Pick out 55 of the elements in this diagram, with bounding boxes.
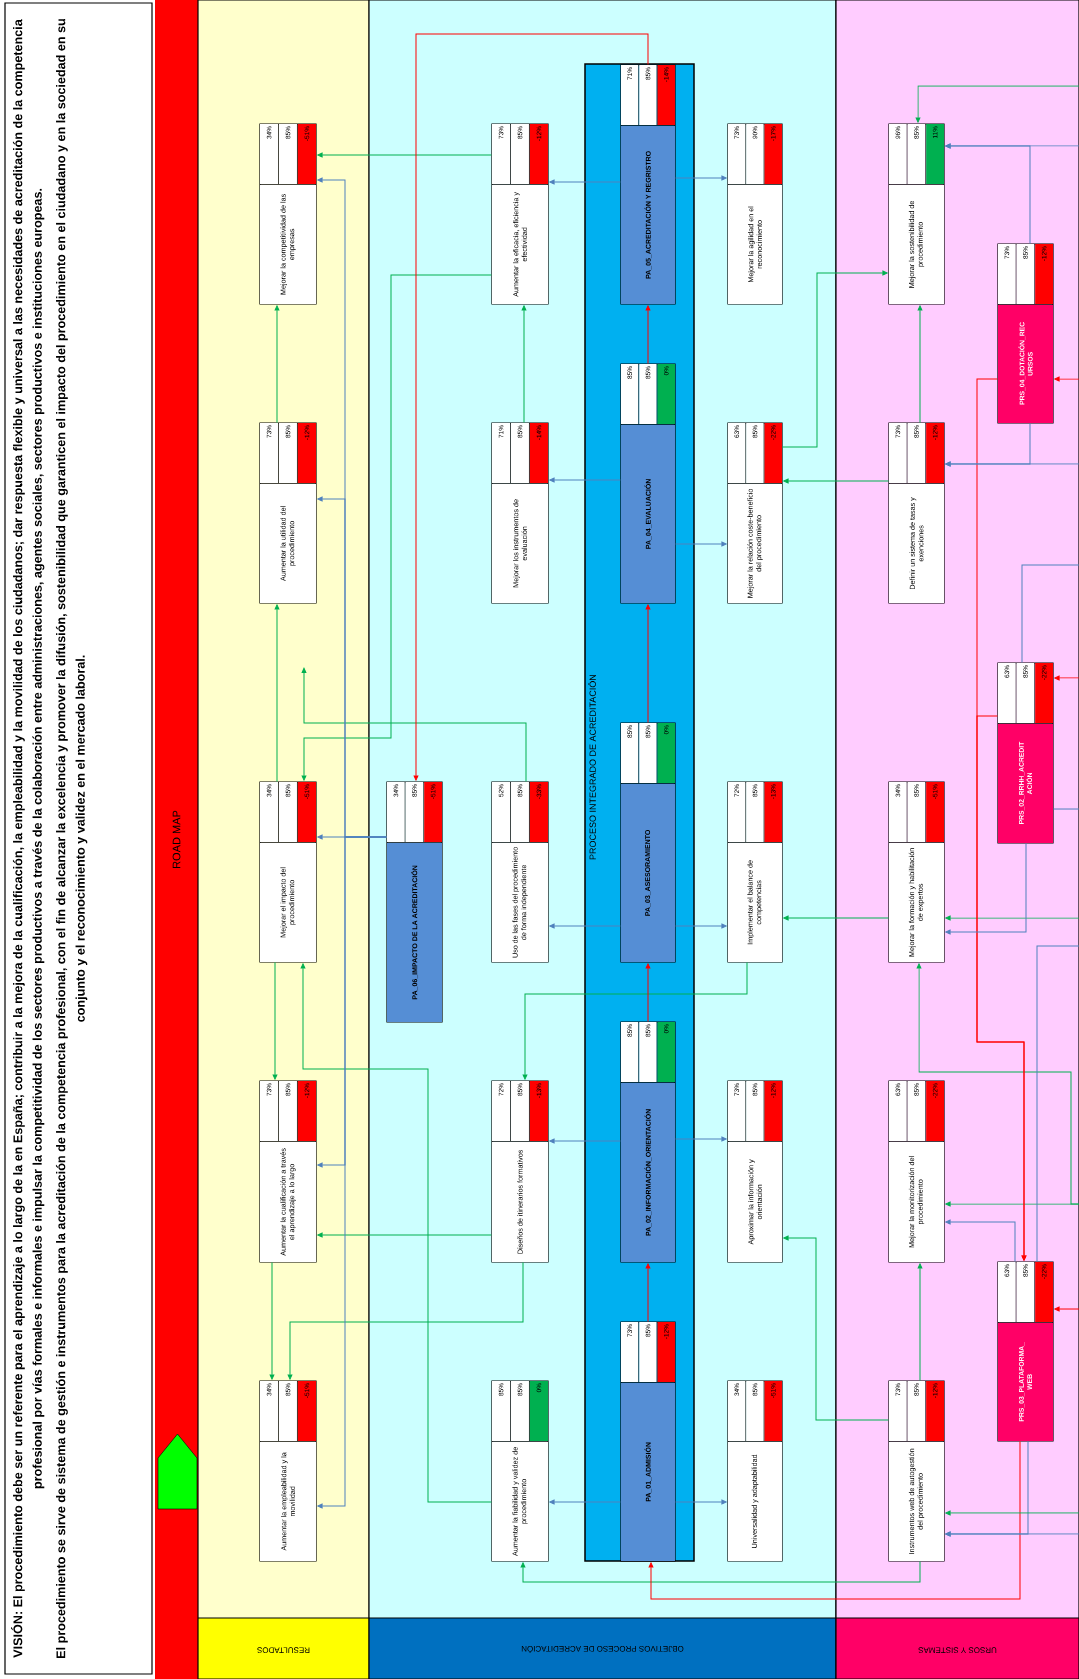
arrow — [549, 477, 621, 483]
arrow — [648, 1441, 1021, 1600]
arrow — [274, 305, 280, 423]
arrow — [675, 541, 727, 547]
arrow — [272, 962, 278, 1080]
vision-text-box: VISIÓN: El procedimiento debe ser un referente para el aprendizaje a lo largo de la en España; contribuir a la mejora de la cualificación, la empleabilidad y la movilidad de los ciudadanos; dar respuesta flexible y universal a las necesidades de acreditación de la competencia profesional por vías formales e informales e impulsar la competitividad de los sectores productivos a través de la colaboración entre administraciones, agentes sociales, sectores productivos e instituciones europeas. El procedimiento se sirve de sistema de gestión e instrumentos para la acreditación de la competencia profesional, con el fin de alcanzar la excelencia y promover la difusión, sostenibilidad que garanticen el impacto del procedimiento en el ciudadano y en la sociedad en su conjunto y el reconocimiento y validez en el mercado laboral. — [4, 2, 153, 1675]
arrow — [945, 461, 1079, 467]
arrow — [915, 85, 1079, 123]
arrow — [945, 915, 1079, 921]
arrow — [1054, 675, 1079, 681]
arrow — [645, 305, 651, 364]
arrow — [645, 604, 651, 723]
arrow — [945, 143, 1079, 149]
arrow — [945, 1531, 1079, 1537]
arrow — [522, 962, 748, 1080]
arrow — [317, 836, 387, 1509]
arrow — [675, 175, 727, 181]
arrow — [783, 1235, 889, 1421]
road-map-bar: ROAD MAP — [155, 0, 198, 1679]
arrow — [675, 1136, 727, 1142]
arrow — [549, 1138, 621, 1144]
arrow — [269, 1262, 275, 1380]
arrow — [413, 33, 649, 781]
arrow — [274, 604, 280, 782]
arrow — [520, 1561, 921, 1583]
arrow — [675, 923, 727, 929]
arrow — [645, 963, 651, 1022]
arrow — [945, 843, 1027, 935]
arrow — [917, 305, 923, 423]
arrow — [916, 963, 1079, 1205]
arrow — [301, 274, 492, 781]
arrow — [917, 1263, 923, 1381]
connector-line — [1053, 808, 1079, 810]
arrow — [301, 667, 527, 782]
connector-line — [1021, 564, 1079, 663]
arrow — [783, 478, 889, 484]
arrow — [317, 152, 492, 158]
pentagon-marker — [157, 1433, 198, 1510]
arrow — [645, 1263, 651, 1322]
arrow — [549, 179, 621, 185]
arrow — [1054, 376, 1079, 382]
connector-line — [1036, 945, 1079, 1262]
arrow — [549, 1499, 621, 1505]
arrow — [945, 1510, 1079, 1516]
arrow — [782, 270, 888, 448]
arrow — [549, 923, 621, 929]
arrow — [945, 1219, 1016, 1262]
arrow — [317, 1232, 492, 1238]
arrow — [521, 305, 527, 423]
arrow — [675, 1499, 727, 1505]
arrow — [1054, 1306, 1079, 1312]
arrow — [300, 963, 492, 1503]
arrow — [783, 915, 889, 921]
arrow — [976, 715, 1027, 1261]
arrow — [287, 1262, 524, 1380]
